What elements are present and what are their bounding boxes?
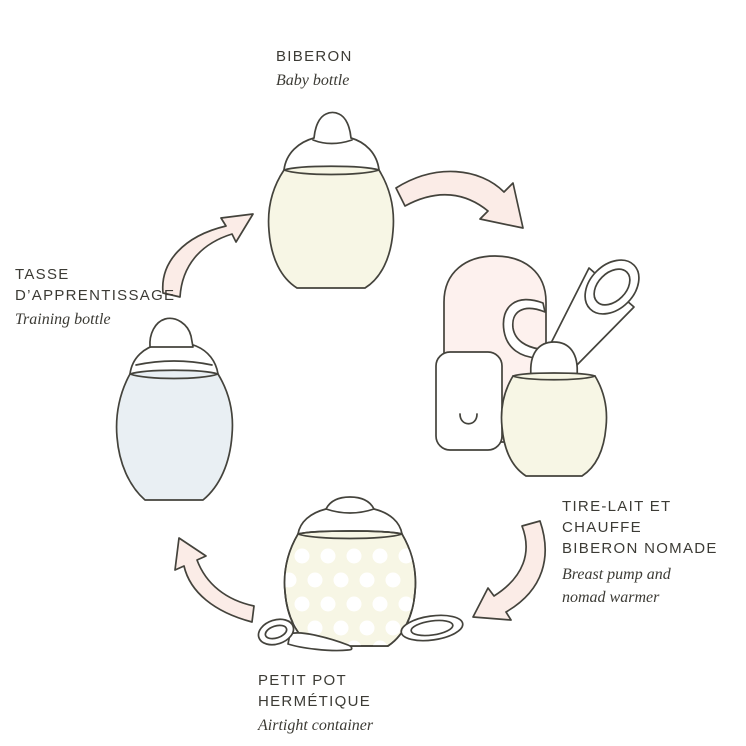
pot-knob-line — [325, 508, 375, 514]
tire-lait-subtitle-line1: Breast pump and — [562, 566, 671, 583]
petit-pot-subtitle: Airtight container — [258, 717, 374, 734]
pot-body-outline — [283, 530, 417, 647]
tasse-title-line2: D’APPRENTISSAGE — [15, 287, 176, 304]
cup-shoulder-line — [129, 373, 219, 380]
warmer-logo-mark — [459, 413, 478, 425]
cup-body — [115, 369, 234, 501]
tasse-title-line1: TASSE — [15, 266, 70, 283]
tasse-subtitle: Training bottle — [15, 311, 111, 328]
baby-bottle-shoulder-line — [283, 169, 380, 176]
baby-bottle-teat-line — [312, 139, 353, 145]
spoon-icon — [257, 618, 353, 652]
baby-bottle-icon — [267, 111, 395, 289]
label-biberon: BIBERON Baby bottle — [276, 46, 353, 92]
breast-pump-warmer-icon — [435, 255, 640, 477]
cup-collar-line — [135, 360, 213, 366]
pot-rim-line — [297, 533, 403, 540]
arrow-pump-to-pot-icon — [472, 520, 547, 621]
pump-funnel-rim — [584, 259, 640, 315]
baby-bottle-teat — [283, 111, 380, 171]
pump-bottle-shoulder-line — [512, 375, 596, 381]
pot-lid-side-icon — [400, 614, 464, 642]
tire-lait-title-line1: TIRE-LAIT ET CHAUFFE — [562, 498, 672, 536]
warmer-cylinder — [435, 351, 503, 451]
petit-pot-title-line2: HERMÉTIQUE — [258, 693, 372, 710]
baby-bottle-body — [267, 165, 395, 289]
biberon-title: BIBERON — [276, 48, 353, 65]
pump-bottle-body — [500, 372, 608, 477]
cup-spout — [149, 317, 194, 348]
label-tire-lait: TIRE-LAIT ET CHAUFFE BIBERON NOMADE Brea… — [562, 496, 746, 609]
airtight-pot-icon — [257, 496, 464, 652]
label-petit-pot: PETIT POT HERMÉTIQUE Airtight container — [258, 670, 373, 737]
tire-lait-subtitle-line2: nomad warmer — [562, 589, 660, 606]
training-cup-icon — [115, 317, 234, 501]
spoon-bowl-inner — [264, 624, 288, 640]
label-tasse: TASSE D’APPRENTISSAGE Training bottle — [15, 264, 175, 331]
arrow-cup-to-biberon-icon — [161, 213, 254, 298]
pump-connector — [529, 341, 579, 377]
spoon-handle — [287, 632, 353, 652]
petit-pot-title-line1: PETIT POT — [258, 672, 347, 689]
biberon-subtitle: Baby bottle — [276, 72, 350, 89]
arrow-biberon-to-pump-icon — [395, 170, 524, 229]
tire-lait-title-line2: BIBERON NOMADE — [562, 540, 718, 557]
pot-lid-dome — [297, 496, 403, 535]
arrow-pot-to-cup-icon — [174, 537, 255, 623]
